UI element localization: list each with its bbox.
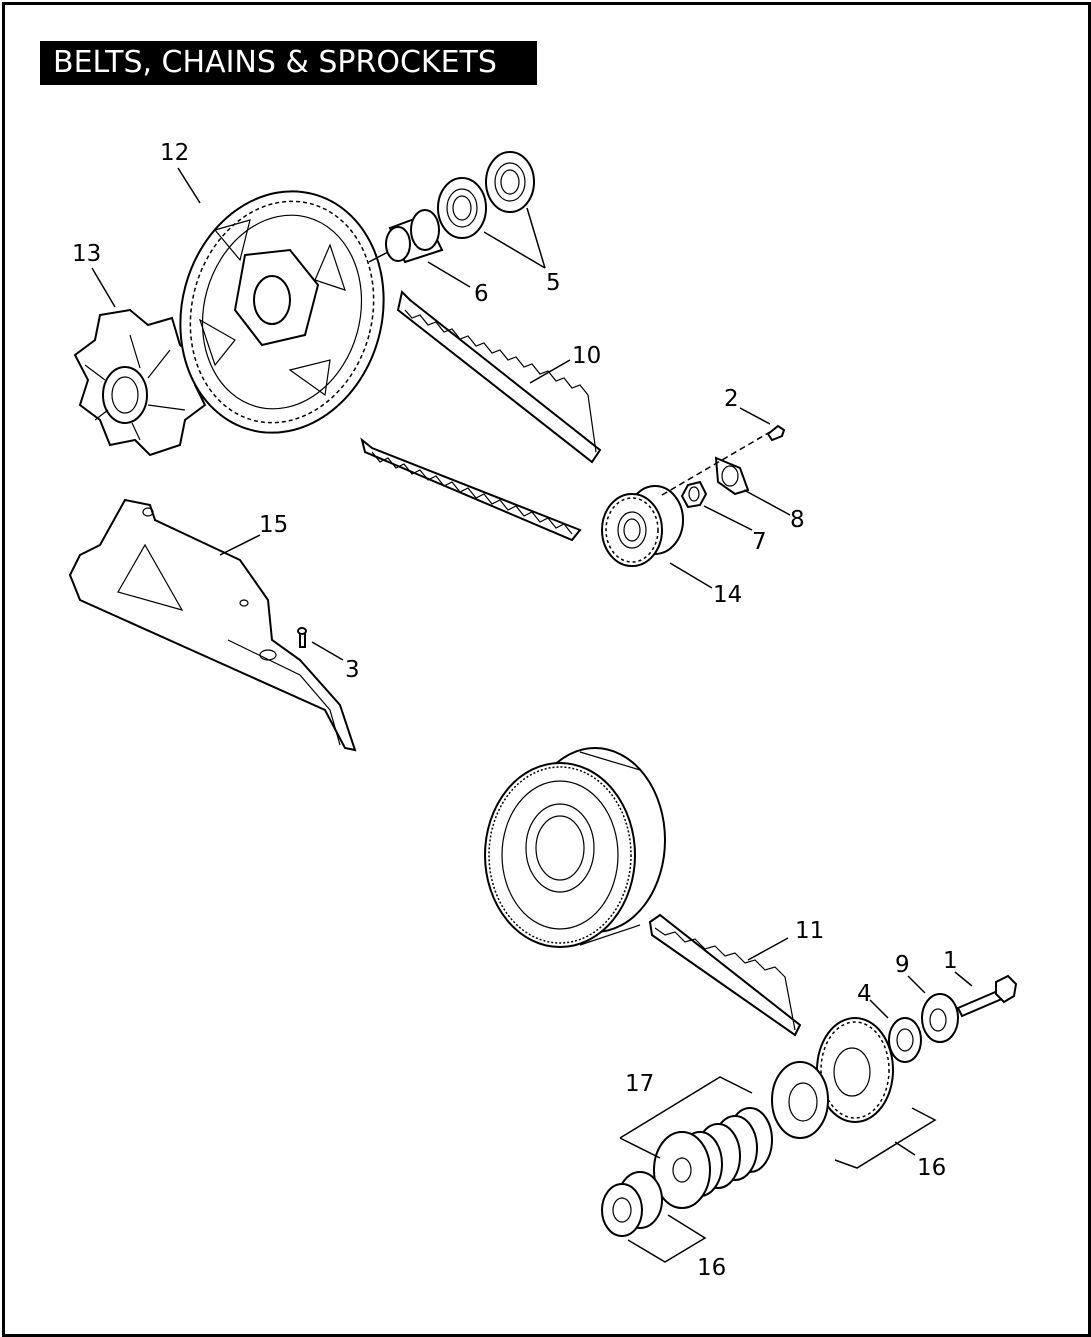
part-14-transmission-sprocket	[601, 485, 684, 567]
callout-7: 7	[752, 529, 767, 555]
callout-6: 6	[474, 281, 489, 307]
part-15-belt-guard	[68, 498, 357, 752]
callout-12: 12	[160, 140, 189, 166]
diagram-title: BELTS, CHAINS & SPROCKETS	[40, 41, 537, 85]
callout-5: 5	[546, 270, 561, 296]
callout-13: 13	[72, 241, 101, 267]
part-9-washer	[921, 993, 959, 1043]
part-13-fan	[73, 308, 207, 457]
clutch-shell	[484, 747, 666, 948]
part-4-washer	[888, 1017, 922, 1063]
part-2-screw	[766, 424, 786, 442]
part-6-spacer	[385, 209, 444, 264]
part-16-compensator-sprocket	[771, 1017, 894, 1139]
callout-14: 14	[713, 582, 742, 608]
callout-3: 3	[345, 657, 360, 683]
callout-labels: 12 13 5 6 10 2 8 7 14 15 3 11 1 9 4 17 1…	[72, 140, 958, 1281]
callout-9: 9	[895, 952, 910, 978]
part-5-bearings	[437, 151, 535, 239]
part-7-nut	[680, 480, 708, 509]
part-16-shaft-extension	[601, 1171, 663, 1237]
callout-2: 2	[724, 386, 739, 412]
part-12-rear-belt-sprocket	[179, 190, 385, 434]
callout-16-upper: 16	[917, 1155, 946, 1181]
part-3-screw	[297, 627, 307, 648]
part-8-lock-plate	[714, 456, 750, 496]
part-10-drive-belt	[360, 290, 602, 542]
part-1-bolt	[956, 974, 1018, 1018]
callout-16-lower: 16	[697, 1255, 726, 1281]
callout-15: 15	[259, 512, 288, 538]
callout-17: 17	[625, 1071, 654, 1097]
leader-lines	[91, 167, 973, 1263]
callout-8: 8	[790, 507, 805, 533]
part-11-primary-chain	[648, 913, 802, 1037]
callout-11: 11	[795, 918, 824, 944]
callout-4: 4	[857, 981, 872, 1007]
callout-1: 1	[943, 948, 958, 974]
callout-10: 10	[572, 343, 601, 369]
part-17-springs	[653, 1107, 773, 1209]
